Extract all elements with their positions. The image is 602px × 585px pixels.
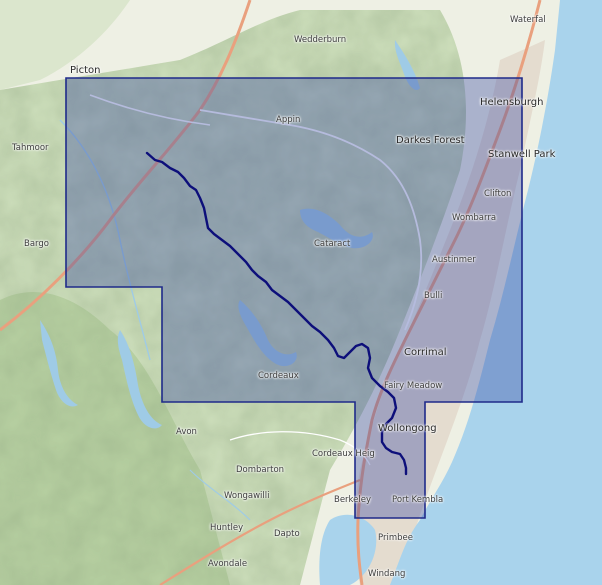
appin-road — [199, 109, 423, 331]
place-label-avon: Avon — [176, 427, 197, 437]
place-label-cordeaux-heights: Cordeaux Heig — [312, 449, 375, 459]
place-label-berkeley: Berkeley — [334, 495, 372, 505]
place-label-primbee: Primbee — [378, 533, 413, 543]
place-label-dombarton: Dombarton — [236, 465, 285, 475]
avon-reservoir — [117, 330, 162, 429]
place-label-wollongong: Wollongong — [378, 423, 437, 434]
cataract-reservoir — [300, 208, 373, 249]
place-label-wongawilli: Wongawilli — [224, 491, 270, 501]
picton-road — [89, 94, 211, 126]
place-label-waterfall: Waterfal — [510, 15, 546, 25]
place-label-wedderburn: Wedderburn — [294, 35, 347, 45]
place-label-tahmoor: Tahmoor — [12, 143, 49, 153]
place-label-cordeaux: Cordeaux — [258, 371, 299, 381]
route-line[interactable] — [145, 151, 408, 476]
ocean — [390, 0, 602, 585]
place-label-picton: Picton — [70, 65, 101, 76]
princes-motorway — [356, 0, 542, 585]
cordeaux-reservoir — [238, 300, 297, 367]
urban-area — [354, 40, 545, 585]
place-label-appin: Appin — [276, 115, 301, 125]
hume-motorway — [0, 0, 252, 332]
place-label-bargo: Bargo — [24, 239, 49, 249]
place-label-austinmer: Austinmer — [432, 255, 476, 265]
place-label-wombarra: Wombarra — [452, 213, 497, 223]
place-label-bulli: Bulli — [424, 291, 443, 301]
place-label-darkes-forest: Darkes Forest — [396, 135, 465, 146]
nepean-reservoir — [40, 320, 78, 407]
lake-illawarra — [319, 514, 377, 585]
place-label-helensburgh: Helensburgh — [480, 97, 544, 108]
place-label-windang: Windang — [368, 569, 406, 579]
coverage-polygon[interactable] — [65, 77, 523, 519]
local-road-1 — [229, 431, 371, 466]
forest-area-north — [0, 0, 130, 90]
place-label-fairy-meadow: Fairy Meadow — [384, 381, 443, 391]
place-label-corrimal: Corrimal — [404, 347, 447, 358]
place-label-clifton: Clifton — [484, 189, 512, 199]
place-label-avondale: Avondale — [208, 559, 248, 569]
terrain-relief — [0, 10, 466, 585]
place-label-huntley: Huntley — [210, 523, 244, 533]
place-label-cataract: Cataract — [314, 239, 351, 249]
place-label-stanwell-park: Stanwell Park — [488, 149, 556, 160]
place-label-dapto: Dapto — [274, 529, 300, 539]
river-1 — [59, 119, 151, 361]
illawarra-highway — [159, 478, 361, 585]
place-label-port-kembla: Port Kembla — [392, 495, 444, 505]
river-2 — [189, 469, 251, 521]
